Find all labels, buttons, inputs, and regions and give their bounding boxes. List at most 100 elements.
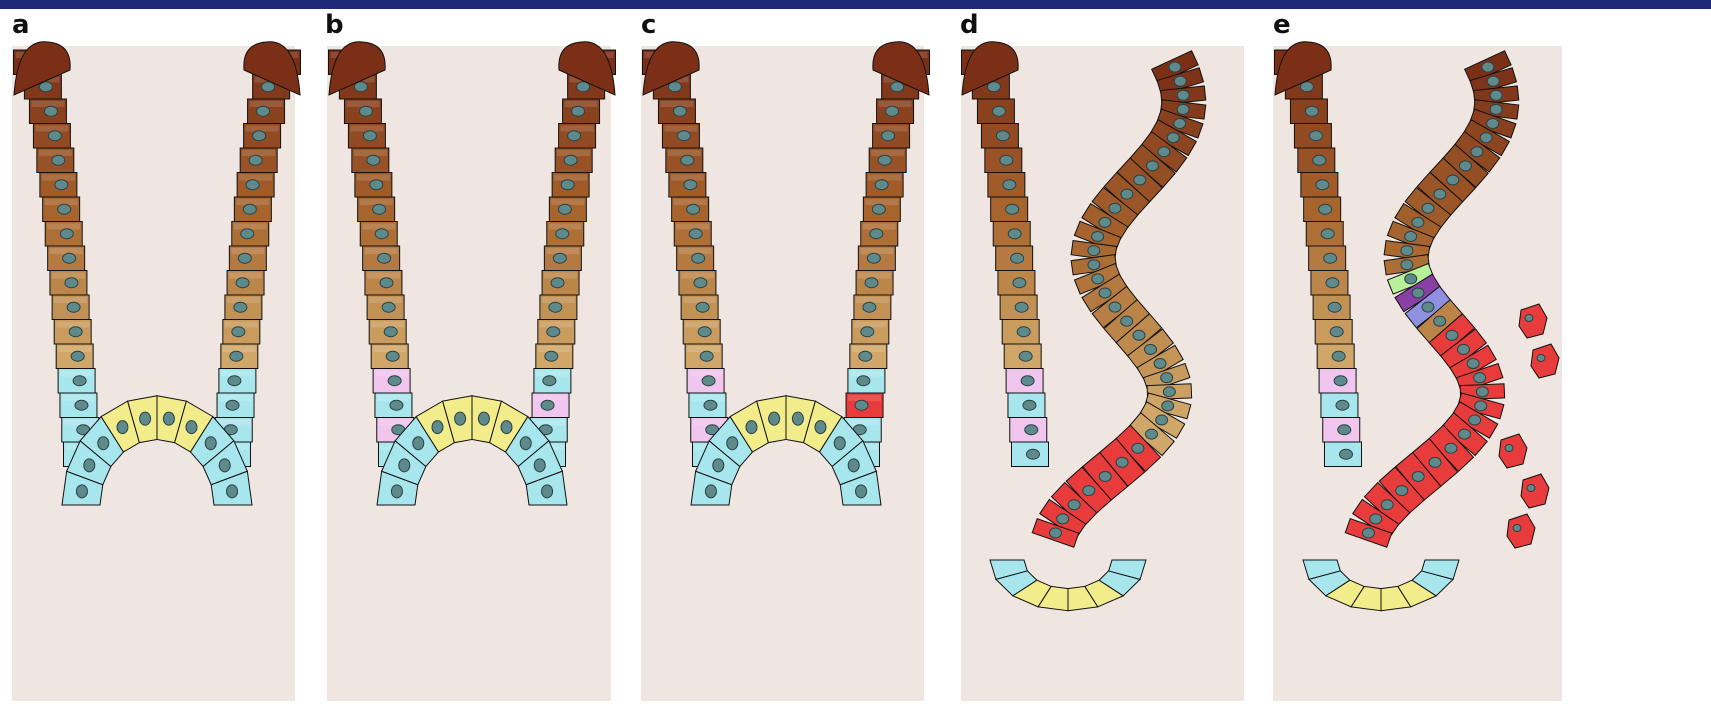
cell-highlight xyxy=(538,346,571,352)
nucleus xyxy=(1017,327,1030,337)
nucleus xyxy=(1023,400,1036,410)
nucleus xyxy=(1434,189,1446,199)
nucleus xyxy=(769,412,780,425)
nucleus xyxy=(1008,229,1021,239)
nucleus xyxy=(1476,387,1488,397)
cell-highlight xyxy=(56,322,89,328)
nucleus xyxy=(1422,203,1434,213)
cell-highlight xyxy=(246,126,279,132)
nucleus xyxy=(1447,175,1459,185)
cell-highlight xyxy=(850,371,883,377)
nucleus xyxy=(1338,425,1351,435)
cell-highlight xyxy=(674,199,707,205)
nucleus xyxy=(1116,457,1128,467)
nucleus xyxy=(549,302,562,312)
cell-highlight xyxy=(532,420,565,426)
nucleus xyxy=(1133,330,1145,340)
nucleus xyxy=(1167,133,1179,143)
nucleus xyxy=(520,437,531,450)
nucleus xyxy=(382,302,395,312)
nucleus xyxy=(1092,274,1104,284)
cell-highlight xyxy=(45,199,78,205)
nucleus xyxy=(1401,246,1413,256)
nucleus xyxy=(1370,514,1382,524)
nucleus xyxy=(236,278,249,288)
cell-highlight xyxy=(565,101,598,107)
nucleus xyxy=(1412,217,1424,227)
nucleus xyxy=(1412,471,1424,481)
nucleus xyxy=(1401,260,1413,270)
nucleus xyxy=(1328,302,1341,312)
cell-highlight xyxy=(62,395,95,401)
nucleus xyxy=(257,106,270,116)
cell-highlight xyxy=(540,322,573,328)
detached-cell-cluster xyxy=(1519,304,1547,338)
nucleus xyxy=(432,421,443,434)
nucleus xyxy=(878,155,891,165)
nucleus xyxy=(1088,260,1100,270)
cell-highlight xyxy=(681,273,714,279)
nucleus xyxy=(1134,175,1146,185)
nucleus xyxy=(67,302,80,312)
nucleus xyxy=(564,155,577,165)
cell-highlight xyxy=(35,126,68,132)
cell-highlight xyxy=(239,175,272,181)
nucleus xyxy=(386,351,399,361)
nucleus xyxy=(1011,253,1024,263)
nucleus xyxy=(230,351,243,361)
cell-highlight xyxy=(362,224,395,230)
cell-highlight xyxy=(689,371,722,377)
cell-highlight xyxy=(664,126,697,132)
nucleus xyxy=(63,253,76,263)
cell-highlight xyxy=(379,420,412,426)
cell-highlight xyxy=(856,297,889,303)
nucleus xyxy=(363,131,376,141)
nucleus xyxy=(1156,415,1168,425)
cell-highlight xyxy=(546,248,579,254)
nucleus xyxy=(52,155,65,165)
nucleus xyxy=(390,400,403,410)
nucleus xyxy=(76,485,87,498)
nucleus xyxy=(1527,485,1535,492)
nucleus xyxy=(1458,429,1470,439)
nucleus xyxy=(1177,90,1189,100)
nucleus xyxy=(234,302,247,312)
nucleus xyxy=(815,421,826,434)
nucleus xyxy=(705,485,716,498)
nucleus xyxy=(1324,253,1337,263)
nucleus xyxy=(1330,327,1343,337)
detached-cell-cluster xyxy=(1499,434,1527,468)
nucleus xyxy=(1362,528,1374,538)
nucleus xyxy=(1525,315,1533,322)
nucleus xyxy=(1154,359,1166,369)
nucleus xyxy=(1471,147,1483,157)
nucleus xyxy=(455,412,466,425)
nucleus xyxy=(996,131,1009,141)
nucleus xyxy=(545,351,558,361)
nucleus xyxy=(1015,302,1028,312)
cell-highlight xyxy=(668,150,701,156)
cell-highlight xyxy=(875,126,908,132)
nucleus xyxy=(44,106,57,116)
nucleus xyxy=(1313,155,1326,165)
cell-highlight xyxy=(54,297,87,303)
nucleus xyxy=(867,253,880,263)
nucleus xyxy=(1405,274,1417,284)
cell-highlight xyxy=(679,248,712,254)
crypt-e xyxy=(1275,42,1560,611)
nucleus xyxy=(1513,525,1521,532)
nucleus xyxy=(1381,500,1393,510)
cell-highlight xyxy=(42,175,75,181)
nucleus xyxy=(568,131,581,141)
cell-highlight xyxy=(231,248,264,254)
nucleus xyxy=(1316,180,1329,190)
nucleus xyxy=(677,131,690,141)
cell-highlight xyxy=(852,346,885,352)
nucleus xyxy=(399,459,410,472)
cell-highlight xyxy=(221,371,254,377)
nucleus xyxy=(702,376,715,386)
nucleus xyxy=(1088,246,1100,256)
nucleus xyxy=(1319,204,1332,214)
cell-highlight xyxy=(64,420,97,426)
cell-highlight xyxy=(369,297,402,303)
